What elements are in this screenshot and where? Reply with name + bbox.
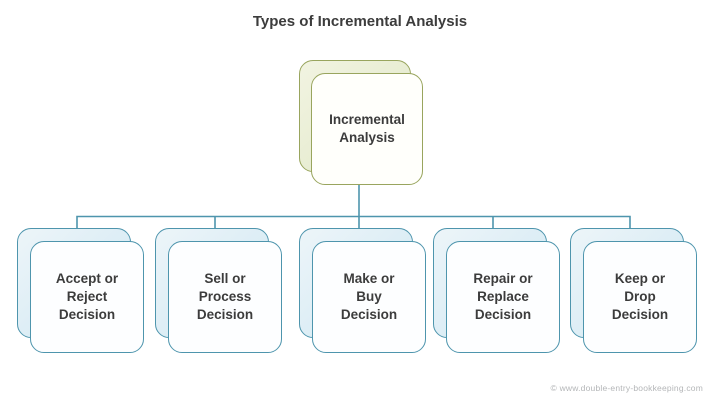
node-make-buy: Make or Buy Decision <box>312 241 426 353</box>
node-make-buy-label: Make or Buy Decision <box>340 271 398 322</box>
node-sell-process: Sell or Process Decision <box>168 241 282 353</box>
node-keep-drop: Keep or Drop Decision <box>583 241 697 353</box>
node-accept-reject-label: Accept or Reject Decision <box>55 271 119 322</box>
node-keep-drop-label: Keep or Drop Decision <box>611 271 669 322</box>
root-node-label: Incremental Analysis <box>329 112 405 145</box>
diagram-title: Types of Incremental Analysis <box>252 13 468 30</box>
node-repair-replace: Repair or Replace Decision <box>446 241 560 353</box>
node-repair-replace-label: Repair or Replace Decision <box>473 271 533 322</box>
node-sell-process-label: Sell or Process Decision <box>196 271 254 322</box>
root-node: Incremental Analysis <box>311 73 423 185</box>
node-accept-reject: Accept or Reject Decision <box>30 241 144 353</box>
copyright-text: © www.double-entry-bookkeeping.com <box>550 383 703 393</box>
